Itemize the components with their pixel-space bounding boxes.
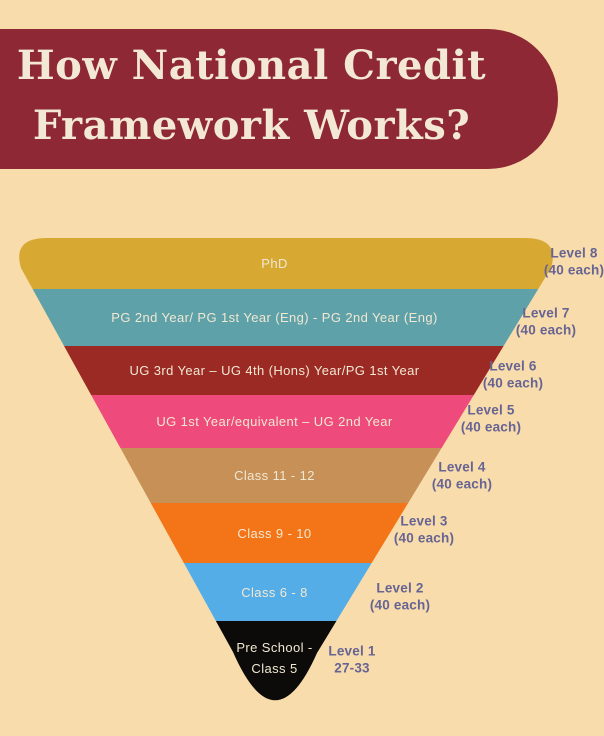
- side-label-credits-level-4: (40 each): [431, 476, 493, 491]
- side-label-level-8: Level 8(40 each): [544, 246, 604, 279]
- side-label-title-level-2: Level 2: [376, 580, 424, 596]
- funnel-band-text-level-5: UG 1st Year/equivalent – UG 2nd Year: [156, 414, 393, 429]
- side-label-level-7: Level 7(40 each): [516, 306, 576, 339]
- side-label-credits-level-2: (40 each): [369, 597, 431, 612]
- side-label-level-2: Level 2(40 each): [370, 581, 430, 614]
- funnel-band-text-level-1: Pre School - Class 5: [236, 640, 313, 676]
- side-label-title-level-6: Level 6: [489, 358, 537, 374]
- page-title-line1: How National Credit: [16, 42, 487, 89]
- side-label-title-level-4: Level 4: [438, 459, 486, 475]
- side-label-credits-level-3: (40 each): [393, 530, 455, 545]
- side-label-credits-level-1: 27-33: [334, 660, 370, 675]
- side-label-credits-level-7: (40 each): [515, 322, 577, 337]
- side-label-credits-level-6: (40 each): [482, 375, 544, 390]
- funnel-band-text-level-8: PhD: [261, 256, 288, 271]
- side-label-title-level-1: Level 1: [328, 643, 376, 659]
- funnel-band-level-8: PhD: [12, 238, 560, 289]
- title-banner: How National Credit Framework Works?: [0, 29, 558, 169]
- side-label-level-6: Level 6(40 each): [483, 359, 543, 392]
- funnel-band-text-level-2: Class 6 - 8: [241, 584, 308, 600]
- side-label-title-level-7: Level 7: [522, 305, 570, 321]
- funnel-band-text-level-7: PG 2nd Year/ PG 1st Year (Eng) - PG 2nd …: [111, 310, 438, 325]
- funnel-band-level-7: PG 2nd Year/ PG 1st Year (Eng) - PG 2nd …: [12, 289, 560, 346]
- side-label-level-4: Level 4(40 each): [432, 460, 492, 493]
- side-label-level-3: Level 3(40 each): [394, 514, 454, 547]
- side-label-title-level-8: Level 8: [550, 245, 598, 261]
- funnel-band-text-level-6: UG 3rd Year – UG 4th (Hons) Year/PG 1st …: [129, 363, 420, 378]
- page-title-line2: Framework Works?: [32, 102, 471, 149]
- side-label-level-5: Level 5(40 each): [461, 403, 521, 436]
- side-label-credits-level-5: (40 each): [460, 419, 522, 434]
- side-label-title-level-3: Level 3: [400, 513, 448, 529]
- side-label-title-level-5: Level 5: [467, 402, 515, 418]
- funnel-band-level-6: UG 3rd Year – UG 4th (Hons) Year/PG 1st …: [12, 346, 560, 395]
- side-label-credits-level-8: (40 each): [543, 262, 604, 277]
- funnel-band-text-level-3: Class 9 - 10: [237, 525, 312, 541]
- funnel-band-text-level-4: Class 11 - 12: [234, 468, 315, 483]
